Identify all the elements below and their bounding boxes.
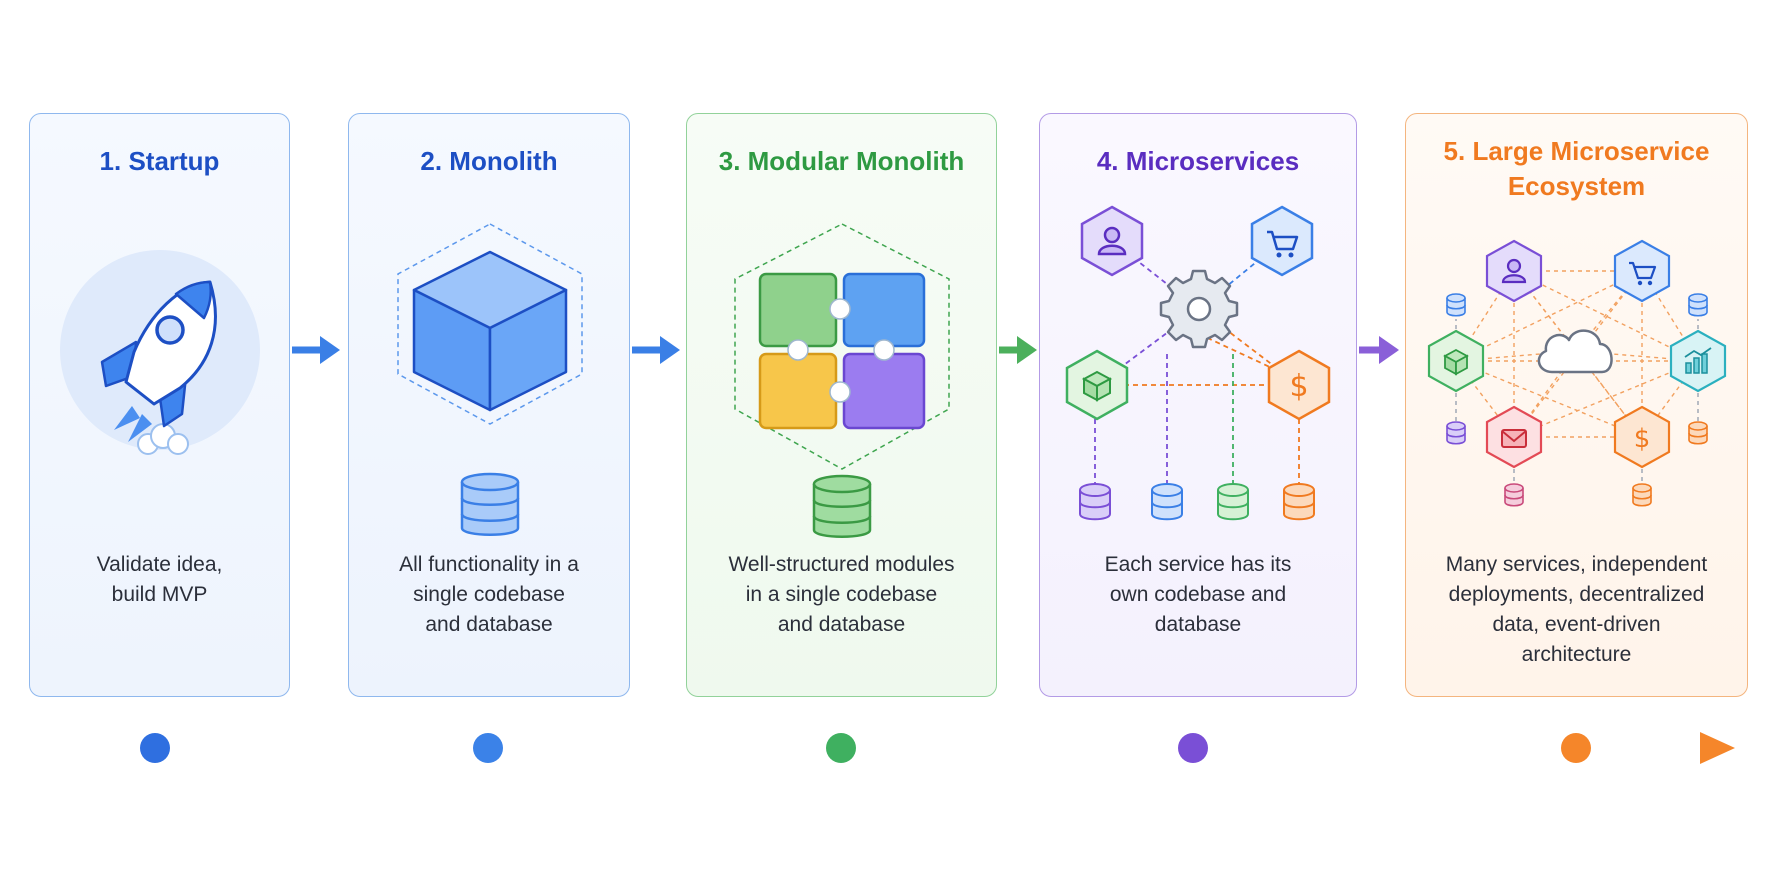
stage-title-ecosystem-line1: 5. Large Microservice	[1443, 136, 1710, 166]
stage-card-monolith: 2. Monolith All functionality in a singl…	[348, 113, 630, 697]
svg-text:$: $	[1634, 424, 1651, 454]
dollar-icon: $	[1267, 349, 1331, 421]
stage-card-modular-monolith: 3. Modular Monolith Well-structured modu…	[686, 113, 997, 697]
database-icon	[1079, 483, 1111, 521]
microservices-illustration: $	[1065, 205, 1331, 521]
stage-description-modular-monolith: Well-structured modules in a single code…	[728, 553, 955, 636]
gear-icon	[1159, 269, 1239, 349]
box-icon	[1427, 329, 1485, 393]
cart-icon	[1250, 205, 1314, 277]
user-icon	[1080, 205, 1144, 277]
database-icon	[1688, 421, 1708, 445]
box-icon	[1065, 349, 1129, 421]
database-icon	[812, 474, 872, 538]
timeline-dot-ecosystem	[1561, 733, 1591, 763]
chart-icon	[1669, 329, 1727, 393]
cloud-icon	[1537, 329, 1613, 374]
stage-title-monolith: 2. Monolith	[420, 146, 558, 176]
stage-card-ecosystem: 5. Large Microservice Ecosystem	[1405, 113, 1748, 697]
database-icon	[1151, 483, 1183, 521]
database-icon	[1504, 483, 1524, 507]
puzzle-icon	[734, 223, 950, 538]
svg-text:$: $	[1289, 369, 1308, 404]
stage-description-microservices: Each service has its own codebase and da…	[1104, 553, 1292, 636]
stage-description-monolith: All functionality in a single codebase a…	[399, 553, 579, 636]
cart-icon	[1613, 239, 1671, 303]
timeline-dot-modular-monolith	[826, 733, 856, 763]
database-icon	[1688, 293, 1708, 317]
database-icon	[1446, 293, 1466, 317]
timeline-dot-monolith	[473, 733, 503, 763]
stage-title-modular-monolith: 3. Modular Monolith	[718, 146, 965, 176]
arrow-right-icon	[292, 336, 340, 364]
stage-title-startup: 1. Startup	[99, 146, 220, 176]
dollar-icon: $	[1613, 405, 1671, 469]
mail-icon	[1485, 405, 1543, 469]
arrow-right-icon	[632, 336, 680, 364]
cube-icon	[397, 223, 583, 536]
stage-description-ecosystem: Many services, independent deployments, …	[1445, 553, 1708, 666]
user-icon	[1485, 239, 1543, 303]
stage-title-ecosystem-line2: Ecosystem	[1507, 171, 1646, 201]
timeline	[140, 732, 1735, 764]
timeline-dot-microservices	[1178, 733, 1208, 763]
arrow-right-icon	[999, 336, 1037, 364]
stage-title-microservices: 4. Microservices	[1096, 146, 1300, 176]
arrow-right-icon	[1359, 336, 1399, 364]
database-icon	[1632, 483, 1652, 507]
ecosystem-illustration: $	[1427, 239, 1727, 507]
stage-card-startup: 1. Startup Validate idea, build MVP	[29, 113, 290, 697]
stage-description-startup: Validate idea, build MVP	[96, 553, 223, 606]
database-icon	[460, 472, 520, 536]
rocket-icon	[60, 250, 260, 455]
database-icon	[1446, 421, 1466, 445]
timeline-dot-startup	[140, 733, 170, 763]
stage-card-microservices: 4. Microservices	[1039, 113, 1357, 697]
timeline-arrow-head	[1700, 732, 1735, 764]
database-icon	[1283, 483, 1315, 521]
database-icon	[1217, 483, 1249, 521]
